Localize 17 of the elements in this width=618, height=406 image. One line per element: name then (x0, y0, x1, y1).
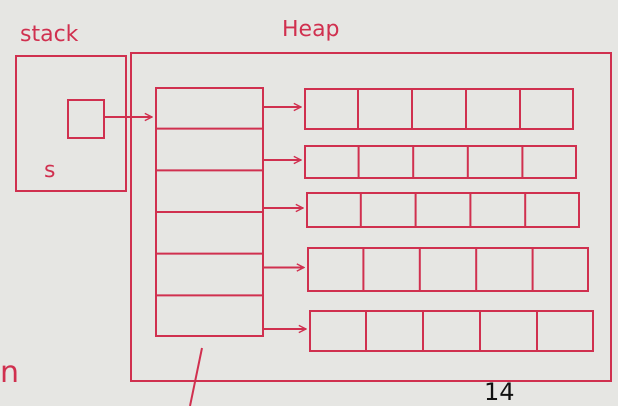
array-row-box (304, 145, 577, 179)
array-row-box (309, 310, 594, 352)
arrow (262, 324, 307, 334)
page-number: 14 (484, 380, 515, 404)
arrow (262, 204, 304, 212)
arrow (103, 112, 153, 122)
arrow (262, 102, 302, 112)
array-row-box (304, 88, 574, 130)
handwritten-letter: n (0, 358, 20, 388)
region-heading: Heap (282, 18, 340, 42)
variable-name: s (44, 159, 56, 183)
arrow (262, 263, 305, 272)
array-row-box (307, 247, 589, 292)
reference-array-box (155, 87, 264, 337)
arrow (262, 156, 302, 164)
region-heading: stack (20, 23, 78, 47)
array-row-box (306, 192, 580, 228)
